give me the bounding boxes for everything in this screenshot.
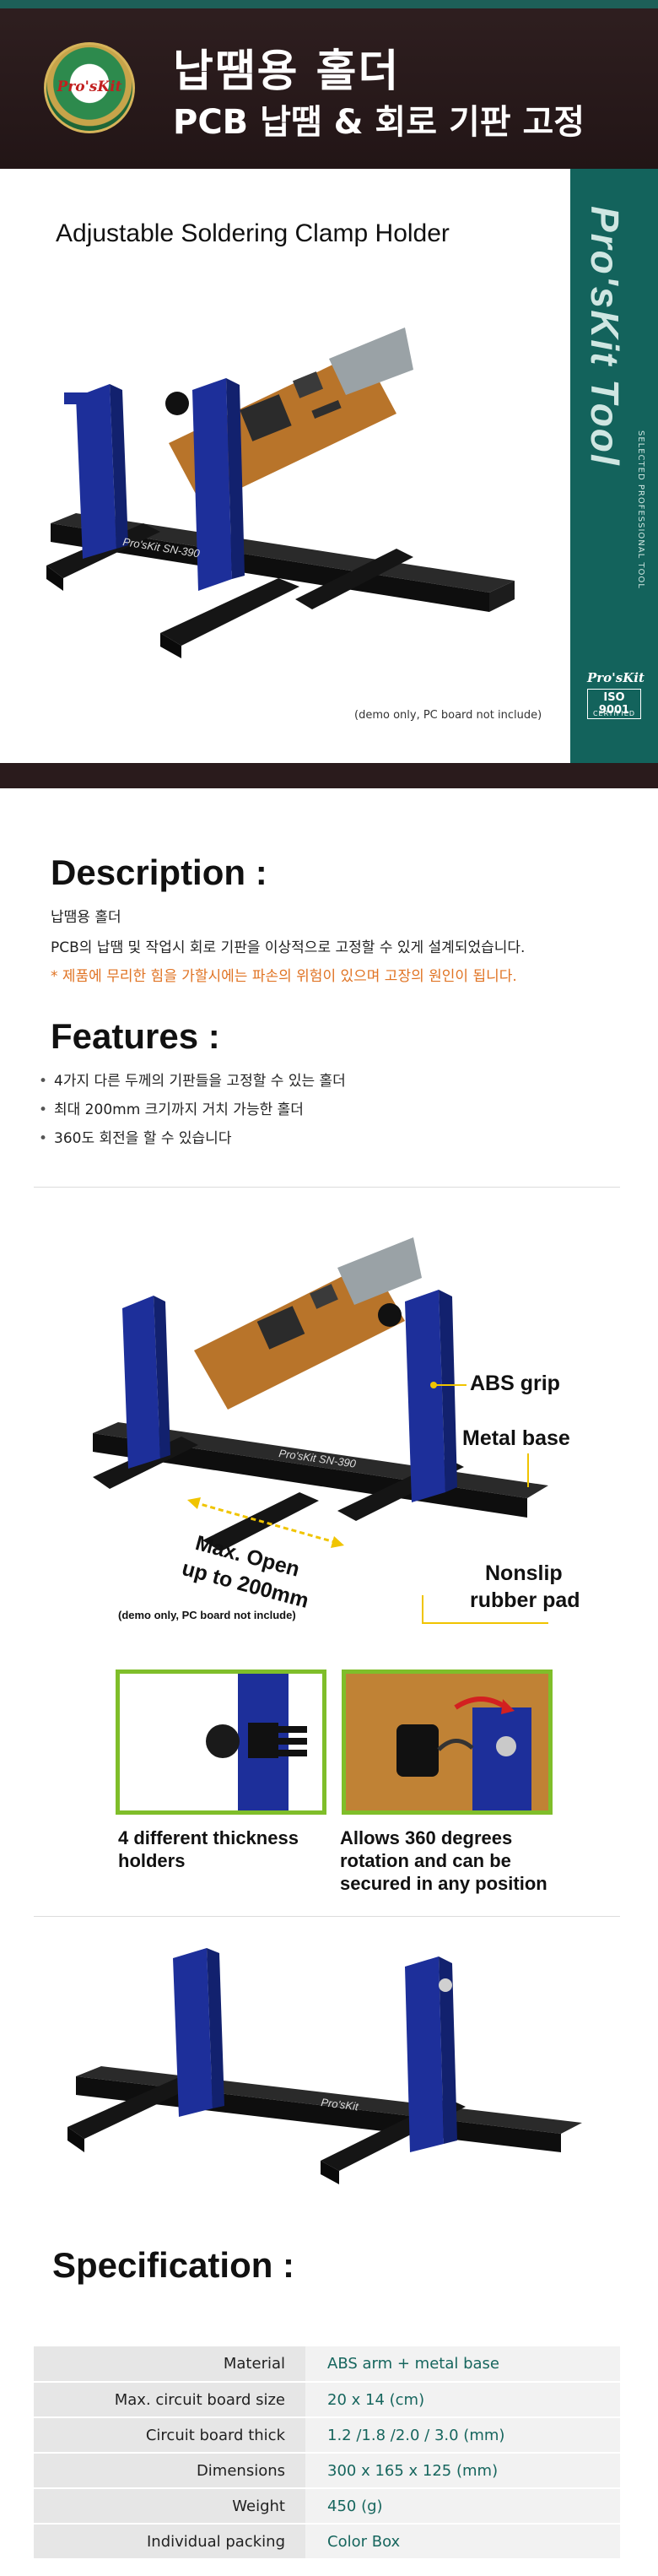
spec-key: Material	[34, 2346, 305, 2383]
page-title: 납땜용 홀더	[173, 46, 401, 97]
side-brand-text: Pro'sKit Tool	[583, 206, 627, 467]
spec-key: Max. circuit board size	[34, 2382, 305, 2418]
pcb-board	[194, 1237, 422, 1410]
abs-arm-right	[405, 1956, 457, 2152]
metal-base	[67, 2066, 582, 2184]
iso-badge: ISO 9001	[587, 689, 641, 719]
callout-metal-base: Metal base	[462, 1426, 570, 1450]
stand-label: Pro'sKit	[321, 2096, 360, 2113]
caption-thickness-1: 4 different thickness	[118, 1827, 299, 1848]
diagram-product-image: Pro'sKit SN-390	[93, 1237, 548, 1551]
description-heading: Description :	[51, 852, 267, 892]
description-line-1: 납땜용 홀더	[51, 909, 121, 926]
description-line-2: PCB의 납땜 및 작업시 회로 기판을 이상적으로 고정할 수 있게 설계되었…	[51, 939, 526, 956]
features-heading: Features :	[51, 1016, 220, 1056]
spec-value: ABS arm + metal base	[305, 2346, 620, 2383]
metal-base	[46, 513, 515, 658]
spec-value: 1.2 /1.8 /2.0 / 3.0 (mm)	[305, 2417, 620, 2454]
description-warning: * 제품에 무리한 힘을 가할시에는 파손의 위험이 있으며 고장의 원인이 됩…	[51, 968, 517, 985]
iso-certified: CERTIFIED	[592, 710, 636, 717]
table-row: Dimensions 300 x 165 x 125 (mm)	[34, 2453, 620, 2489]
spec-key: Individual packing	[34, 2524, 305, 2560]
abs-arm-left	[64, 384, 128, 559]
rotation-arrow	[454, 1697, 508, 1710]
abs-arm-left	[173, 1948, 224, 2117]
brand-side-panel: Pro'sKit Tool SELECTED PROFESSIONAL TOOL…	[570, 169, 658, 763]
feature-item: 4가지 다른 두께의 기판들을 고정할 수 있는 홀더	[39, 1069, 346, 1090]
hero-title: Adjustable Soldering Clamp Holder	[56, 219, 450, 247]
hero-product-image: Pro'sKit SN-390	[46, 327, 515, 658]
detail-box-rotation	[342, 1670, 553, 1815]
logo-text: Pro'sKit	[57, 78, 122, 95]
caption-rotation-2: rotation and can be	[340, 1850, 511, 1871]
abs-arm-right	[165, 378, 245, 591]
diagram-note: (demo only, PC board not include)	[118, 1609, 296, 1621]
spec-value: Color Box	[305, 2524, 620, 2560]
table-row: Individual packing Color Box	[34, 2524, 620, 2560]
callout-abs-grip: ABS grip	[470, 1372, 560, 1395]
section-divider	[34, 1187, 620, 1188]
section-divider	[34, 1916, 620, 1917]
specification-table: Material ABS arm + metal base Max. circu…	[34, 2346, 620, 2560]
thickness-holder-image	[120, 1674, 322, 1810]
spec-key: Dimensions	[34, 2453, 305, 2489]
caption-thickness-2: holders	[118, 1850, 186, 1871]
leader-nonslip-v	[422, 1595, 423, 1624]
detail-box-thickness	[116, 1670, 326, 1815]
side-logo: Pro'sKit	[587, 670, 645, 685]
caption-rotation-1: Allows 360 degrees	[340, 1827, 513, 1848]
clamp-knob	[378, 1303, 402, 1327]
spec-value: 300 x 165 x 125 (mm)	[305, 2453, 620, 2489]
bottom-product-image: Pro'sKit	[67, 1948, 582, 2184]
side-tagline: SELECTED PROFESSIONAL TOOL	[636, 430, 645, 589]
specification-heading: Specification :	[52, 2245, 295, 2285]
leader-nonslip	[422, 1622, 548, 1624]
leader-dot	[430, 1382, 437, 1388]
spec-value: 450 (g)	[305, 2488, 620, 2525]
hero-section: Adjustable Soldering Clamp Holder	[0, 169, 658, 763]
feature-item: 360도 회전을 할 수 있습니다	[39, 1126, 231, 1147]
header-stripe	[0, 0, 658, 8]
table-row: Circuit board thick 1.2 /1.8 /2.0 / 3.0 …	[34, 2417, 620, 2454]
hero-note: (demo only, PC board not include)	[354, 709, 542, 722]
abs-arm-left	[122, 1296, 170, 1469]
header-banner: Pro'sKit 납땜용 홀더 PCB 납땜 & 회로 기판 고정	[0, 0, 658, 169]
table-row: Weight 450 (g)	[34, 2488, 620, 2525]
leader-abs-grip	[434, 1384, 467, 1386]
page-subtitle: PCB 납땜 & 회로 기판 고정	[173, 103, 585, 142]
table-row: Material ABS arm + metal base	[34, 2346, 620, 2383]
caption-rotation-3: secured in any position	[340, 1873, 547, 1894]
callout-nonslip-2: rubber pad	[470, 1588, 580, 1612]
abs-arm-right	[378, 1290, 457, 1502]
rotation-image	[346, 1674, 548, 1810]
screw	[439, 1978, 452, 1992]
clamp-knob	[165, 392, 189, 415]
callout-nonslip-1: Nonslip	[485, 1561, 563, 1585]
hero-footer-band	[0, 763, 658, 788]
spec-value: 20 x 14 (cm)	[305, 2382, 620, 2418]
spec-key: Weight	[34, 2488, 305, 2525]
proskit-logo-badge: Pro'sKit	[44, 42, 135, 133]
spec-key: Circuit board thick	[34, 2417, 305, 2454]
table-row: Max. circuit board size 20 x 14 (cm)	[34, 2382, 620, 2418]
leader-metal-base	[527, 1453, 529, 1487]
feature-item: 최대 200mm 크기까지 거치 가능한 홀더	[39, 1097, 304, 1118]
